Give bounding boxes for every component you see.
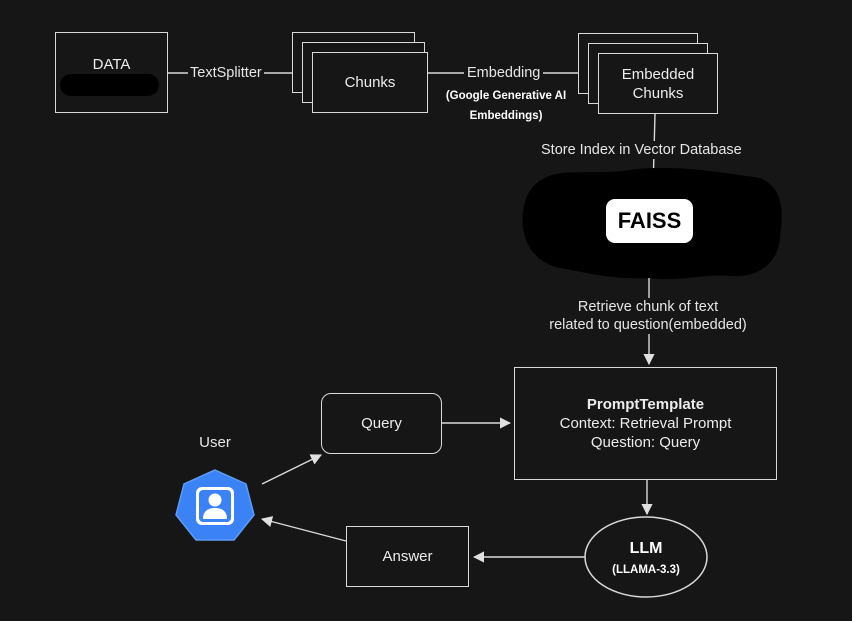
prompt-template-question: Question: Query [590,434,701,451]
prompt-template-context: Context: Retrieval Prompt [559,415,732,432]
text-splitter-label: TextSplitter [188,64,264,82]
llm-subtitle: (LLAMA-3.3) [612,564,680,576]
prompt-template-node: PromptTemplate Context: Retrieval Prompt… [514,367,777,480]
embedding-model-label-line2: Embeddings) [469,110,543,122]
retrieve-label-line2: related to question(embedded) [530,316,766,334]
edge-answer-to-user [260,516,347,542]
query-node: Query [321,393,442,454]
query-label: Query [361,415,402,432]
llm-title: LLM [629,540,663,557]
chunks-node-label: Chunks [344,74,396,91]
edge-user-to-query [261,454,323,485]
embedded-chunks-line1: Embedded [621,65,695,83]
embedding-model-label-line1: (Google Generative AI [445,90,567,102]
prompt-template-title: PromptTemplate [586,396,705,413]
embedded-chunks-node: Embedded Chunks [598,53,718,114]
answer-label: Answer [382,548,433,565]
faiss-label: FAISS [617,208,682,233]
embedding-label: Embedding [464,64,544,82]
user-avatar-icon [175,469,255,541]
chunks-node: Chunks [312,52,428,113]
answer-node: Answer [346,526,469,587]
data-redaction [60,74,159,96]
data-node: DATA [55,32,168,113]
data-node-label: DATA [92,56,131,73]
user-label: User [199,434,231,451]
llm-ellipse [584,516,708,598]
store-index-label: Store Index in Vector Database [538,141,745,159]
faiss-node: FAISS [606,199,693,243]
retrieve-label-line1: Retrieve chunk of text [530,298,766,316]
embedded-chunks-line2: Chunks [632,84,684,102]
